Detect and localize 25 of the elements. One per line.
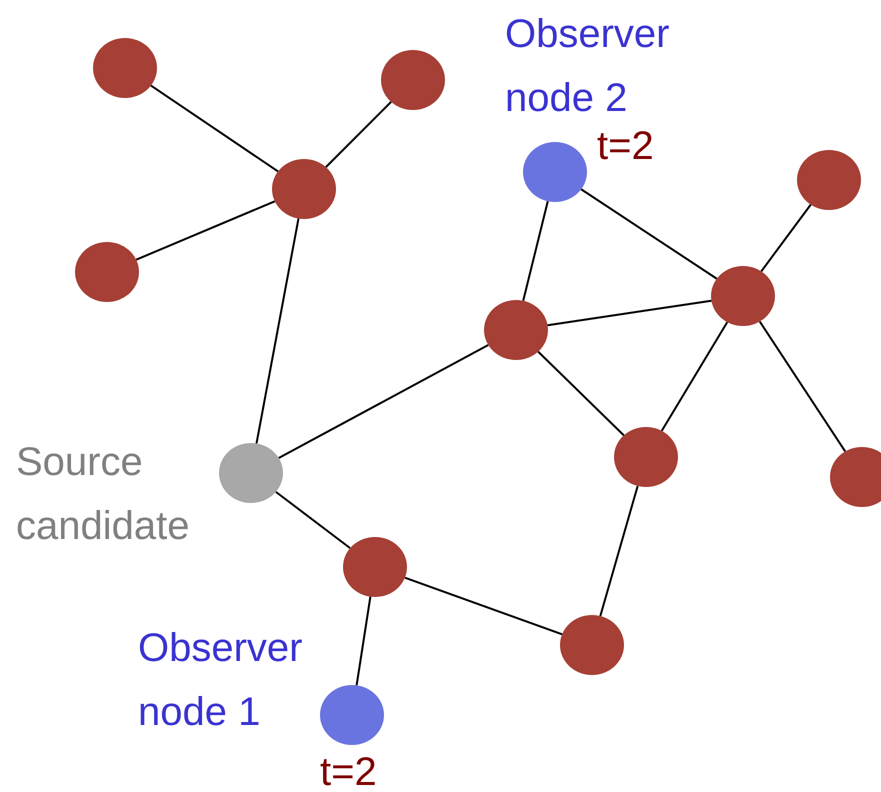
- connector-line: [275, 491, 351, 549]
- connector-line: [356, 596, 372, 686]
- connector-line: [256, 218, 300, 444]
- time-label: t=2: [320, 749, 377, 792]
- connector-line: [150, 84, 279, 172]
- connector-line: [522, 201, 549, 301]
- network-node: [272, 159, 336, 219]
- connector-line: [537, 350, 625, 436]
- observer-label: Observer node 2: [505, 11, 670, 122]
- connector-line: [136, 200, 276, 261]
- connector-line: [325, 101, 392, 168]
- network-node: [711, 266, 775, 326]
- connector-line: [758, 320, 846, 452]
- connector-line: [278, 344, 489, 459]
- connector-line: [404, 576, 562, 636]
- connector-line: [599, 486, 639, 616]
- connector-line: [760, 204, 812, 272]
- network-node: [484, 300, 548, 360]
- connector-line: [660, 322, 728, 432]
- connector-line: [580, 188, 718, 280]
- source-label: Source candidate: [16, 439, 190, 550]
- connector-line: [547, 300, 712, 326]
- time-label: t=2: [597, 123, 654, 170]
- network-node: [830, 447, 881, 507]
- observer-label: Observer node 1: [138, 625, 304, 736]
